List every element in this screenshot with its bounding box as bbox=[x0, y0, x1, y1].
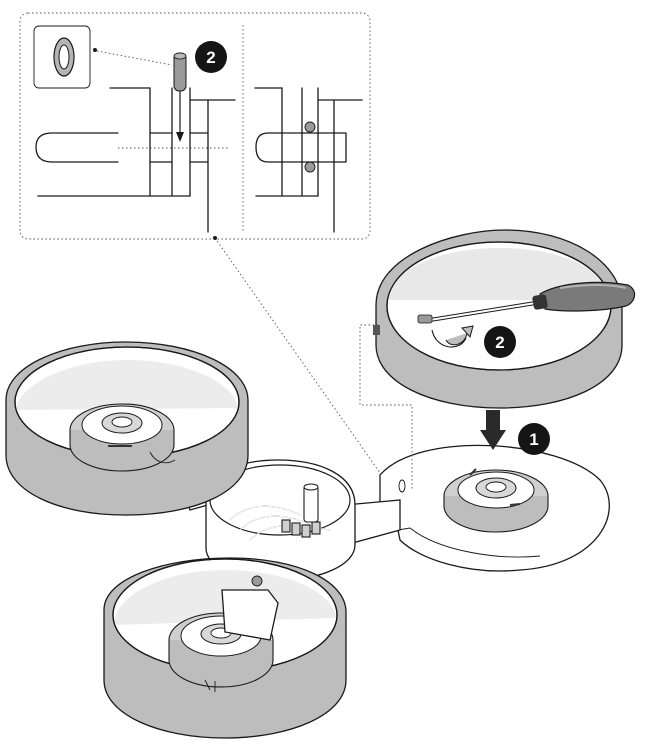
right-base-disc bbox=[379, 444, 610, 572]
detached-ring: 2 bbox=[373, 229, 636, 409]
central-hub bbox=[179, 459, 401, 581]
left-ring bbox=[5, 341, 249, 516]
oring-leader bbox=[96, 50, 173, 66]
step-badge-2-main: 2 bbox=[484, 326, 516, 358]
screw-head-right bbox=[255, 132, 291, 163]
bottom-ring bbox=[103, 557, 347, 739]
detail-frame bbox=[19, 12, 371, 240]
step-2-detail-label: 2 bbox=[206, 48, 215, 67]
inset-leader bbox=[214, 237, 386, 481]
o-ring-icon bbox=[33, 25, 91, 89]
detail-inset: 2 bbox=[19, 12, 371, 240]
step-1-label: 1 bbox=[529, 430, 538, 449]
detail-before bbox=[35, 52, 236, 233]
step-badge-1: 1 bbox=[518, 423, 550, 455]
screwdriver-icon bbox=[417, 281, 636, 324]
detail-after bbox=[254, 87, 363, 233]
step-badge-2-detail: 2 bbox=[195, 41, 227, 73]
alignment-guide bbox=[359, 324, 413, 490]
step-2-main-label: 2 bbox=[495, 333, 504, 352]
down-arrow-icon bbox=[480, 410, 506, 450]
screw-head-left bbox=[35, 132, 119, 163]
